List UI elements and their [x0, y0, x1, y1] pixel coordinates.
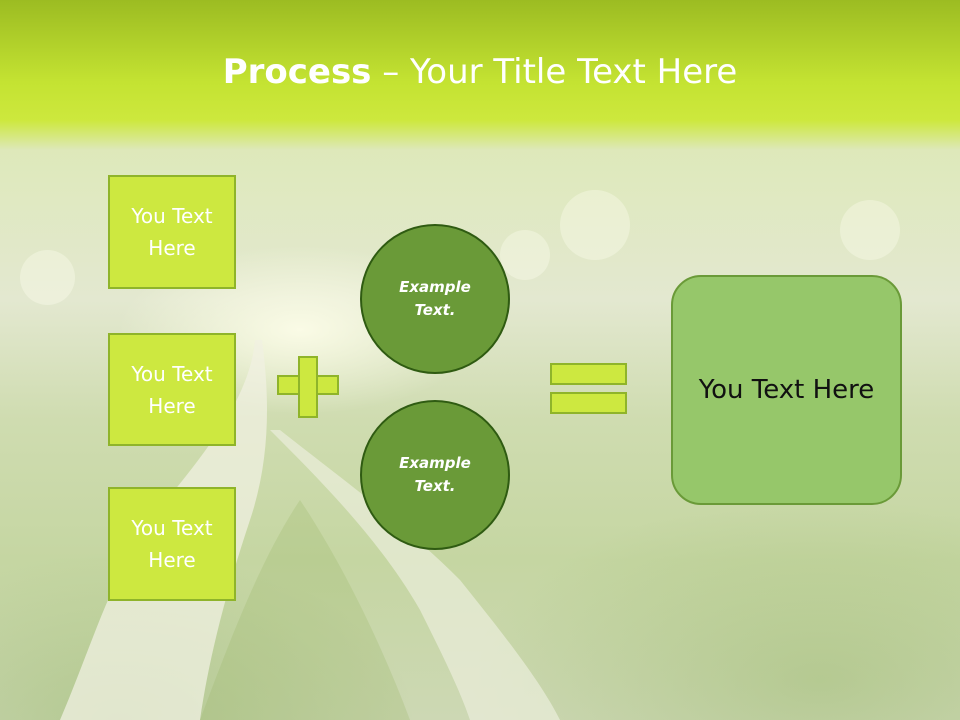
- result-box: You Text Here: [671, 275, 902, 505]
- bokeh-light: [500, 230, 550, 280]
- bokeh-light: [560, 190, 630, 260]
- title-bold: Process: [222, 52, 372, 92]
- circle-label: Example Text.: [399, 278, 471, 319]
- text-box-1: You Text Here: [108, 175, 236, 289]
- example-circle-2: Example Text.: [360, 400, 510, 550]
- equals-top-bar: [550, 363, 627, 385]
- text-box-3: You Text Here: [108, 487, 236, 601]
- result-label: You Text Here: [698, 375, 875, 405]
- bokeh-light: [840, 200, 900, 260]
- text-box-label: You Text Here: [131, 204, 213, 260]
- equals-bottom-bar: [550, 392, 627, 414]
- slide-title: Process – Your Title Text Here: [0, 52, 960, 92]
- text-box-label: You Text Here: [131, 516, 213, 572]
- text-box-label: You Text Here: [131, 361, 213, 418]
- text-box-2: You Text Here: [108, 333, 236, 446]
- circle-label: Example Text.: [399, 454, 471, 495]
- title-bar: [0, 0, 960, 150]
- title-rest: – Your Title Text Here: [371, 52, 738, 92]
- bokeh-light: [20, 250, 75, 305]
- plus-center: [300, 377, 316, 393]
- example-circle-1: Example Text.: [360, 224, 510, 374]
